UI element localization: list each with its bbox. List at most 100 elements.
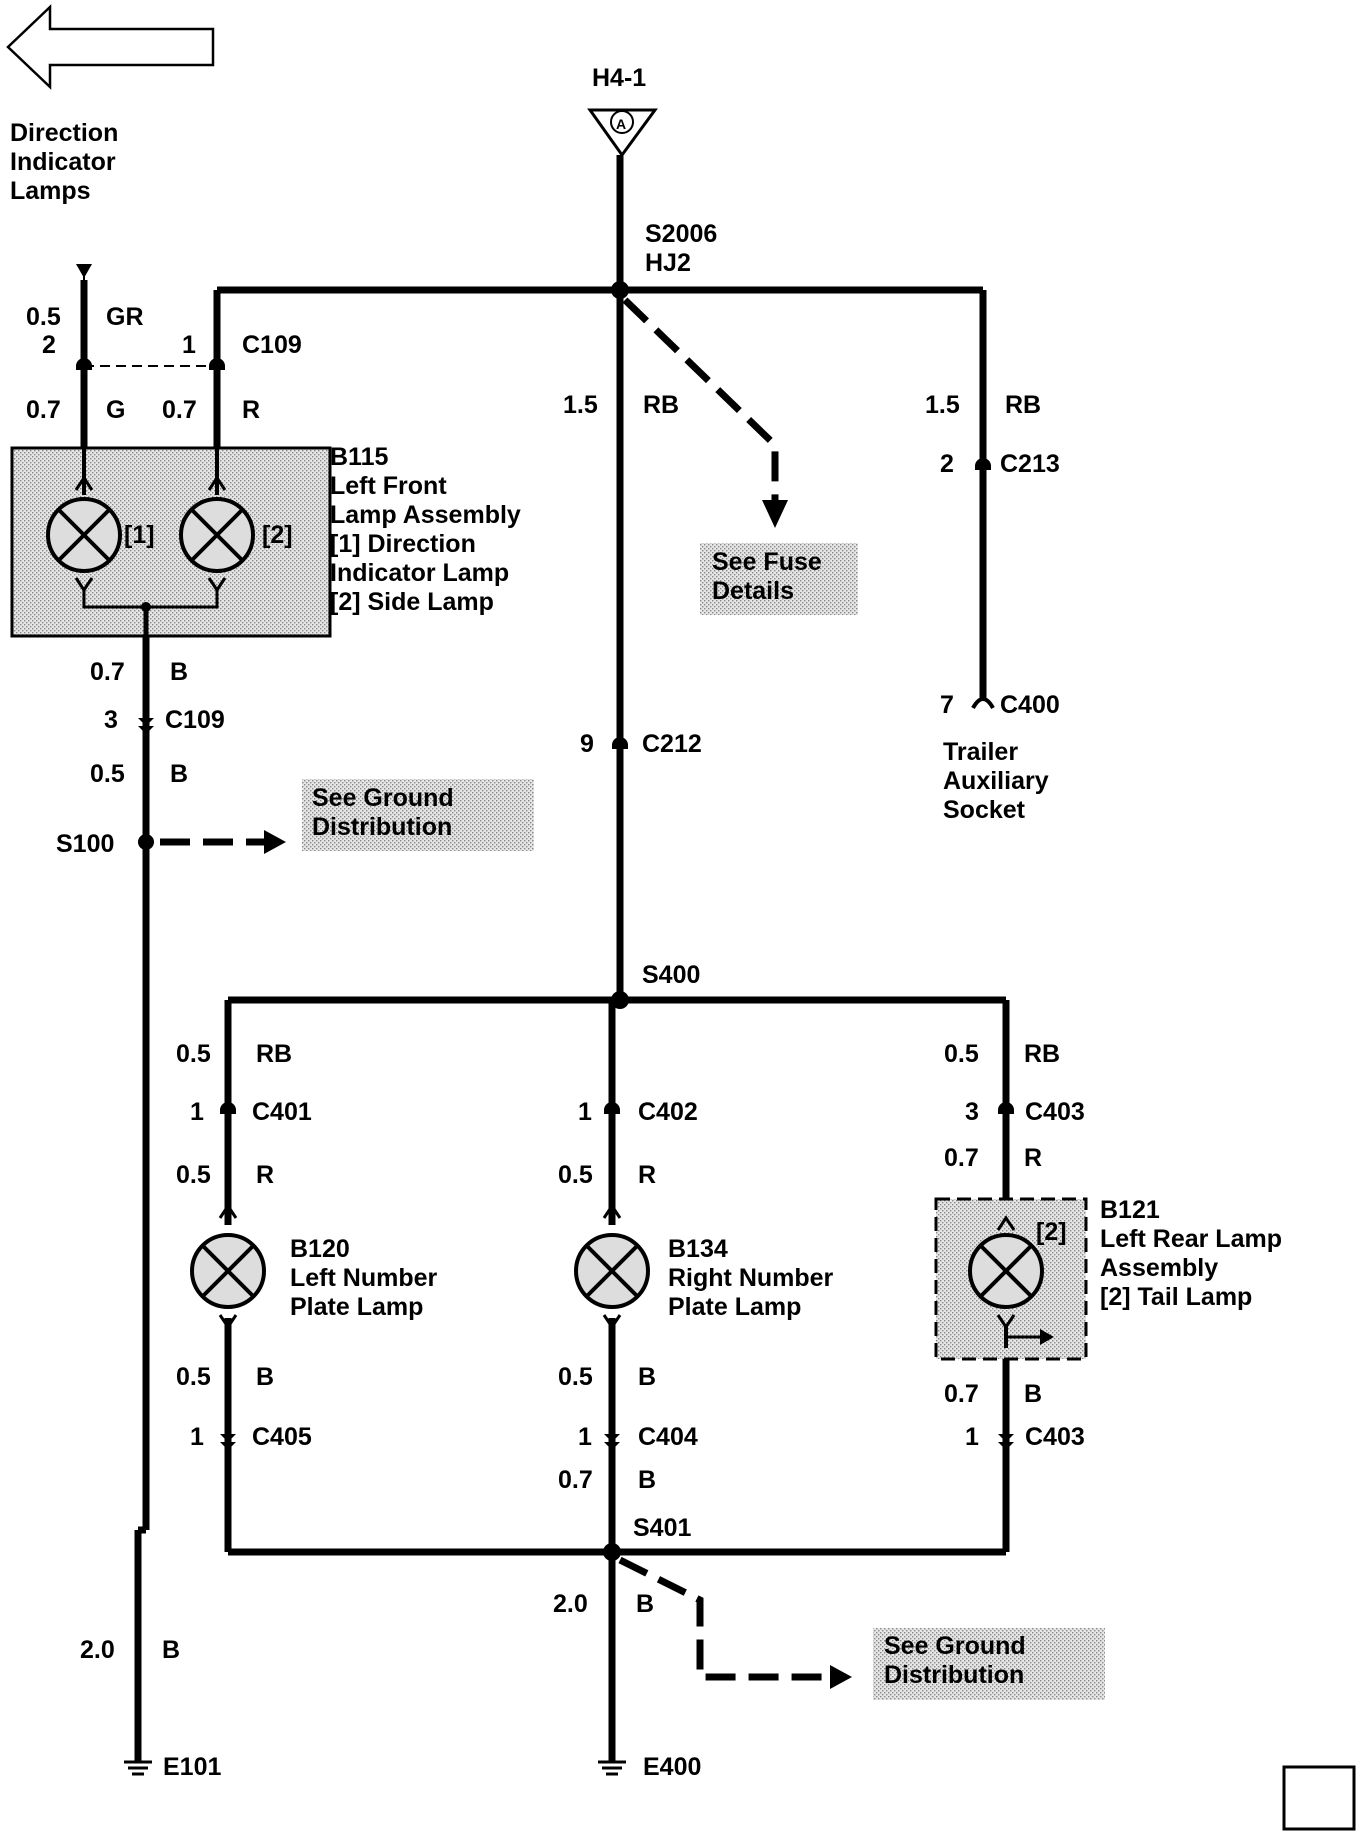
wire-size: 1.5 bbox=[925, 391, 960, 419]
wire-color: B bbox=[162, 1636, 180, 1664]
wire-size: 0.5 bbox=[26, 303, 61, 331]
wire-size: 0.5 bbox=[176, 1161, 211, 1189]
connector-label: C401 bbox=[252, 1098, 312, 1126]
splice-s100-label: S100 bbox=[56, 830, 114, 858]
ground-ref-box-2[interactable] bbox=[873, 1628, 1105, 1700]
direction-lamp-icon bbox=[46, 497, 122, 573]
pin-number: 1 bbox=[190, 1098, 204, 1126]
wire-color: B bbox=[1024, 1380, 1042, 1408]
wire-size: 0.7 bbox=[944, 1144, 979, 1172]
splice-s100 bbox=[138, 834, 154, 850]
wire-size: 0.7 bbox=[26, 396, 61, 424]
splice-s401 bbox=[603, 1543, 621, 1561]
splice-s401-label: S401 bbox=[633, 1514, 691, 1542]
b115-lamp-wiring bbox=[74, 448, 227, 637]
wire-color: R bbox=[242, 396, 260, 424]
pin-number: 2 bbox=[940, 450, 954, 478]
connector-label: C405 bbox=[252, 1423, 312, 1451]
connector-label: C404 bbox=[638, 1423, 698, 1451]
pin-number: 2 bbox=[42, 331, 56, 359]
gr-arrow-icon bbox=[76, 264, 92, 278]
splice-s400 bbox=[611, 991, 629, 1009]
wire-size: 0.5 bbox=[558, 1161, 593, 1189]
wire-size: 0.7 bbox=[90, 658, 125, 686]
wire-size: 2.0 bbox=[80, 1636, 115, 1664]
pin-number: 1 bbox=[182, 331, 196, 359]
wire-color: R bbox=[638, 1161, 656, 1189]
wire-color: B bbox=[638, 1363, 656, 1391]
pin-number: 3 bbox=[965, 1098, 979, 1126]
b120-lamp-icon bbox=[190, 1203, 266, 1330]
wire-size: 0.5 bbox=[176, 1363, 211, 1391]
top-connector-label: H4-1 bbox=[592, 64, 646, 92]
pin-number: 7 bbox=[940, 691, 954, 719]
pin-number: 1 bbox=[965, 1423, 979, 1451]
c400-socket-pin bbox=[971, 697, 995, 710]
connector-label: C402 bbox=[638, 1098, 698, 1126]
b121-tag: [2] bbox=[1036, 1218, 1067, 1246]
wire-color: B bbox=[170, 760, 188, 788]
wire-color: RB bbox=[256, 1040, 292, 1068]
wire-color: R bbox=[256, 1161, 274, 1189]
wire-size: 0.5 bbox=[90, 760, 125, 788]
b115-tag-2: [2] bbox=[262, 521, 293, 549]
fuse-ref-box[interactable] bbox=[700, 543, 858, 615]
wire-color: RB bbox=[643, 391, 679, 419]
connector-label: C109 bbox=[242, 331, 302, 359]
wire-color: B bbox=[638, 1466, 656, 1494]
ground-e400-icon bbox=[598, 1760, 626, 1776]
back-arrow-icon[interactable] bbox=[6, 4, 215, 90]
tail-lamp-icon bbox=[968, 1215, 1054, 1348]
wire-size: 0.5 bbox=[944, 1040, 979, 1068]
connector-label: C212 bbox=[642, 730, 702, 758]
ground-e101-label: E101 bbox=[163, 1753, 221, 1781]
dashed-paths bbox=[160, 297, 852, 1689]
wire-color: GR bbox=[106, 303, 144, 331]
ground-ref-box-1[interactable] bbox=[302, 779, 534, 851]
pin-number: 1 bbox=[190, 1423, 204, 1451]
connector-pins bbox=[76, 358, 1014, 1450]
connector-label: C403 bbox=[1025, 1098, 1085, 1126]
pin-number: 3 bbox=[104, 706, 118, 734]
splice-s2006 bbox=[611, 281, 629, 299]
b134-lamp-icon bbox=[574, 1203, 650, 1330]
wire-color: G bbox=[106, 396, 125, 424]
wire-size: 1.5 bbox=[563, 391, 598, 419]
wire-color: B bbox=[256, 1363, 274, 1391]
wire-size: 0.7 bbox=[162, 396, 197, 424]
wire-size: 0.7 bbox=[944, 1380, 979, 1408]
main-wiring bbox=[80, 155, 1010, 1762]
connector-label: C109 bbox=[165, 706, 225, 734]
pin-number: 1 bbox=[578, 1423, 592, 1451]
pin-number: 1 bbox=[578, 1098, 592, 1126]
connector-label: C213 bbox=[1000, 450, 1060, 478]
ground-e101-icon bbox=[124, 1760, 152, 1776]
wire-color: R bbox=[1024, 1144, 1042, 1172]
pin-number: 9 bbox=[580, 730, 594, 758]
wire-size: 0.5 bbox=[176, 1040, 211, 1068]
splice-s400-label: S400 bbox=[642, 961, 700, 989]
wire-size: 0.7 bbox=[558, 1466, 593, 1494]
connector-label: C403 bbox=[1025, 1423, 1085, 1451]
page-box bbox=[1282, 1765, 1356, 1831]
b115-tag-1: [1] bbox=[124, 521, 155, 549]
side-lamp-icon bbox=[179, 497, 255, 573]
connector-label: C400 bbox=[1000, 691, 1060, 719]
connector-a-icon bbox=[587, 108, 658, 158]
ground-e400-label: E400 bbox=[643, 1753, 701, 1781]
wire-size: 2.0 bbox=[553, 1590, 588, 1618]
connector-a-letter: A bbox=[616, 116, 626, 132]
wire-color: RB bbox=[1024, 1040, 1060, 1068]
wire-size: 0.5 bbox=[558, 1363, 593, 1391]
